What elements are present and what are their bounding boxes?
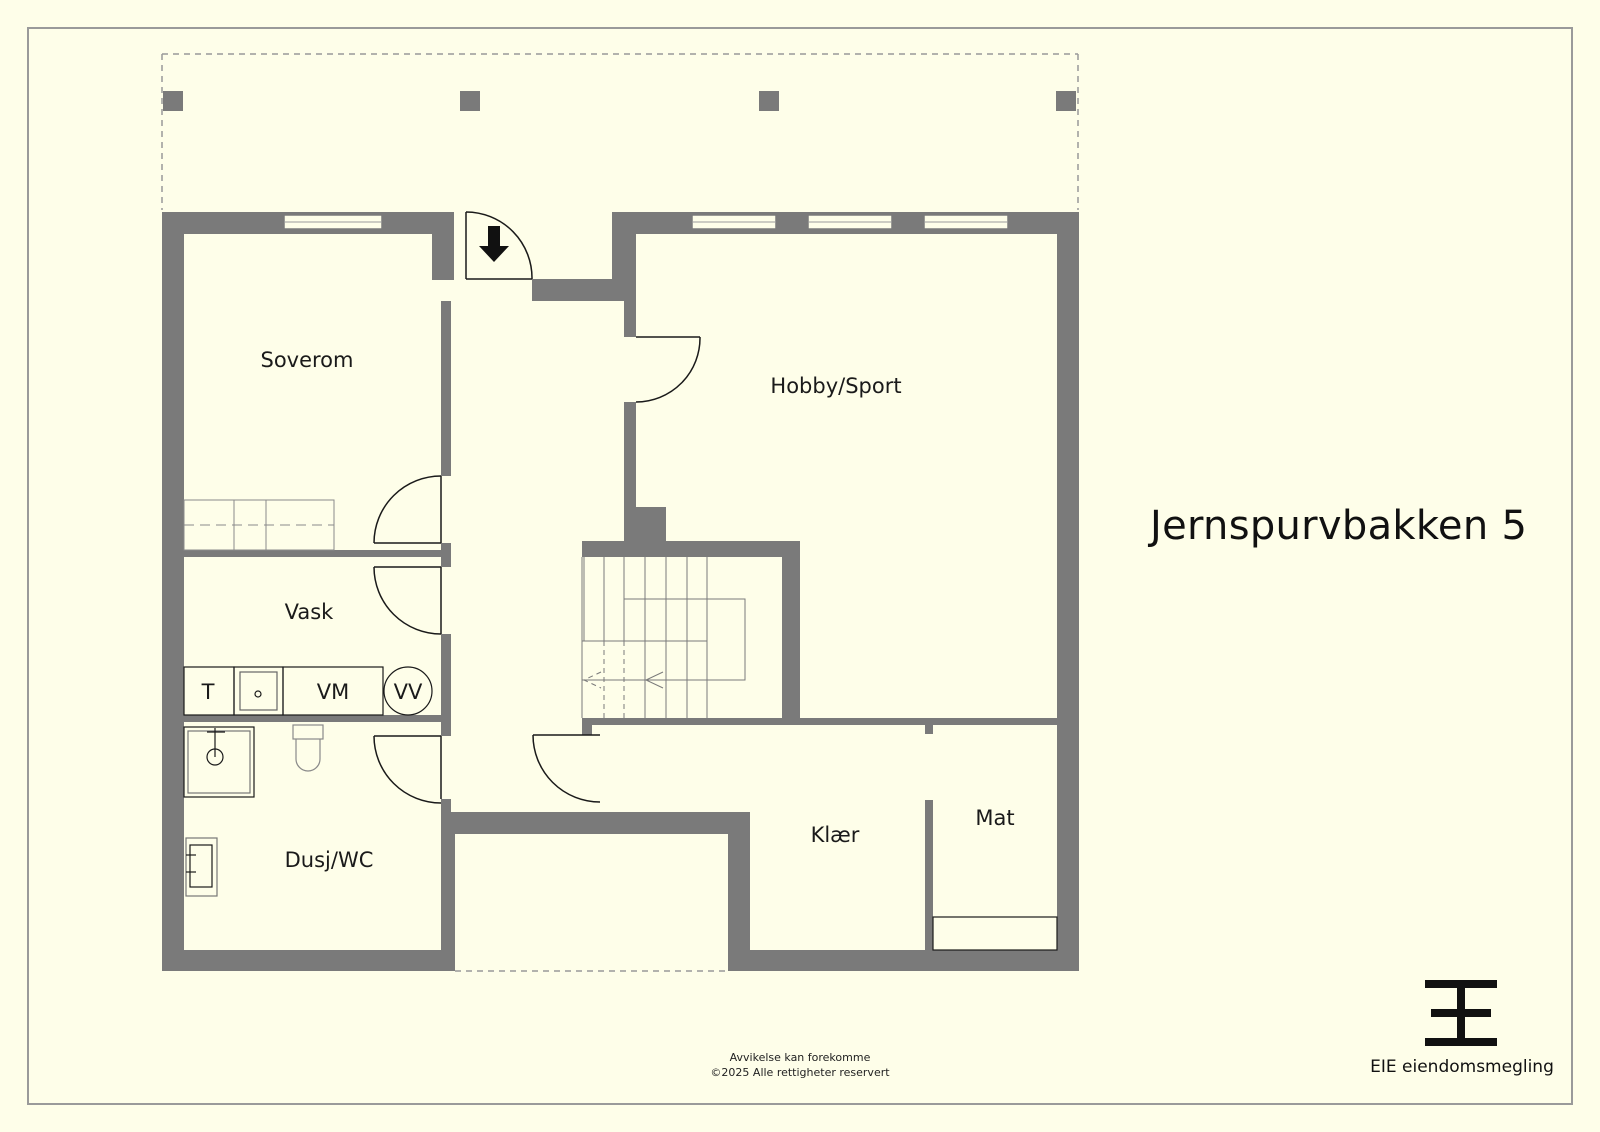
shower xyxy=(183,726,255,798)
fixture-label-t: T xyxy=(201,680,215,704)
eie-logo-icon xyxy=(1425,980,1497,1046)
room-label-dusj: Dusj/WC xyxy=(285,848,374,872)
laundry-fixtures xyxy=(183,666,433,716)
pantry-shelf xyxy=(932,916,1058,951)
disclaimer-line-1: Avvikelse kan forekomme xyxy=(729,1051,871,1064)
entrance-arrow-icon xyxy=(479,226,509,262)
toilet xyxy=(292,724,324,772)
room-label-mat: Mat xyxy=(975,806,1014,830)
fixture-label-vm: VM xyxy=(317,680,349,704)
room-label-klaer: Klær xyxy=(811,823,860,847)
terrace-posts xyxy=(163,91,1076,111)
washbasin xyxy=(185,837,218,897)
fixture-label-vv: VV xyxy=(394,680,423,704)
room-label-vask: Vask xyxy=(285,600,335,624)
room-label-hobby: Hobby/Sport xyxy=(770,374,901,398)
brand-name: EIE eiendomsmegling xyxy=(1370,1057,1554,1077)
property-title: Jernspurvbakken 5 xyxy=(1150,503,1528,549)
wardrobe xyxy=(183,499,335,551)
disclaimer: Avvikelse kan forekomme ©2025 Alle retti… xyxy=(650,1050,950,1080)
terrace-outline xyxy=(161,53,1079,210)
doors xyxy=(373,211,701,804)
room-label-soverom: Soverom xyxy=(260,348,353,372)
page-frame xyxy=(27,27,1573,1105)
copyright-line: ©2025 Alle rettigheter reservert xyxy=(710,1066,890,1079)
stairs xyxy=(581,557,746,718)
